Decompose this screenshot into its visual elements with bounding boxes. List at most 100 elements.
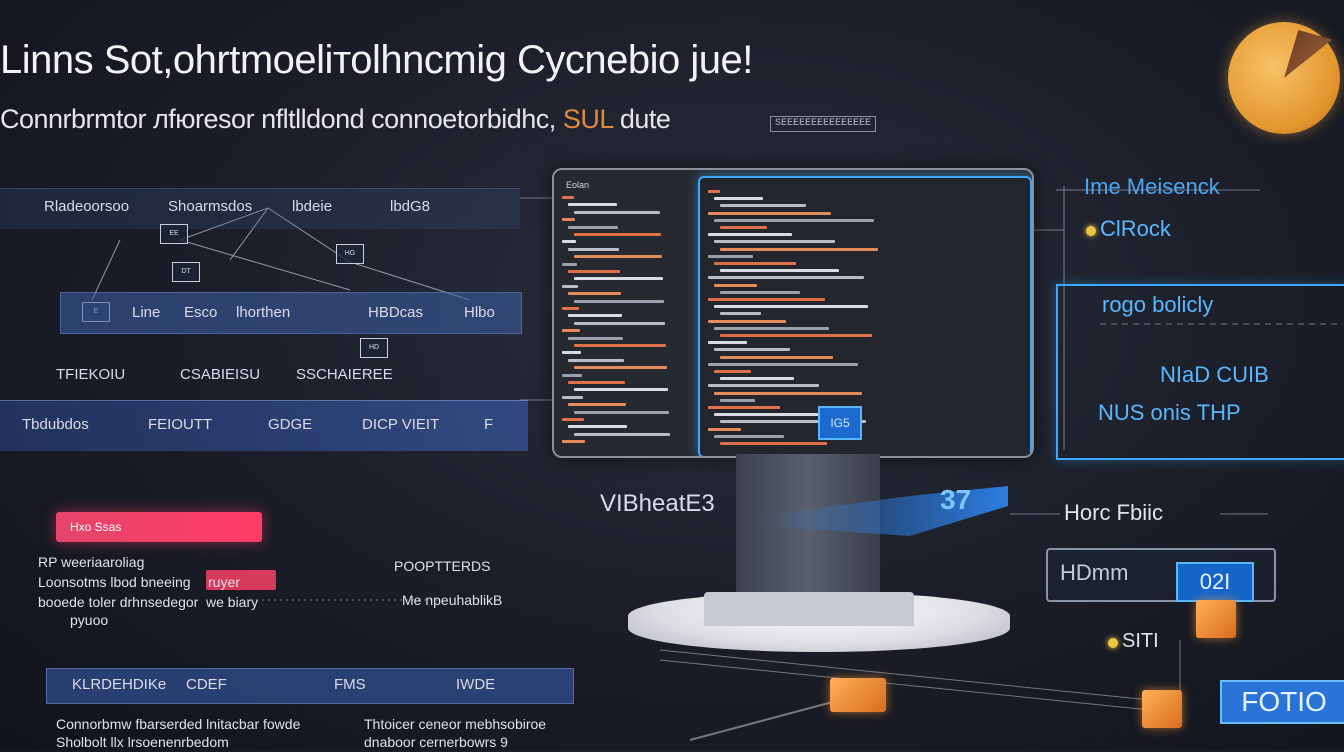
code-line: [562, 440, 585, 444]
graph-node[interactable]: EE: [160, 224, 188, 244]
monitor-base-top: [704, 592, 914, 626]
code-line: [708, 276, 864, 280]
code-line: [714, 197, 763, 201]
code-line: [708, 298, 825, 301]
code-line: [714, 370, 751, 373]
info-line: we biary: [206, 594, 259, 610]
info-line: booede toler drhnsedegor: [38, 594, 199, 610]
code-line: [708, 190, 720, 193]
row2-label-5: Hlbo: [464, 304, 495, 321]
right-item-label[interactable]: ClRock: [1100, 216, 1171, 241]
row4-label-3: GDGE: [268, 416, 313, 433]
code-line: [568, 336, 623, 340]
bottom-status-bar: [46, 668, 574, 704]
code-line: [708, 233, 792, 237]
graph-node[interactable]: DT: [172, 262, 200, 282]
right-mini-label: SITI: [1122, 630, 1159, 652]
code-line: [574, 366, 667, 370]
code-line: [574, 299, 664, 303]
code-line: [574, 277, 663, 281]
right-mid-label: Horc Fbiic: [1064, 500, 1164, 525]
graph-node[interactable]: HD: [360, 338, 388, 358]
code-line: [708, 384, 819, 388]
code-line: [714, 262, 796, 265]
row2-label-4: HBDcas: [368, 304, 424, 321]
bottom-bar-label: CDEF: [186, 676, 227, 693]
code-line: [568, 358, 624, 362]
code-line: [720, 355, 833, 359]
subtitle-highlight: SUL: [562, 104, 614, 134]
row4-label-2: FEIOUTT: [148, 416, 213, 433]
code-line: [720, 204, 806, 208]
code-line: [708, 406, 780, 409]
code-line: [568, 203, 617, 207]
subtitle-tail: dute: [619, 104, 671, 134]
code-line: [720, 334, 872, 337]
code-line: [574, 321, 665, 325]
code-line: [720, 420, 866, 424]
bottom-bar-label: FMS: [334, 676, 366, 693]
code-line: [574, 344, 666, 347]
orange-tag-icon: [830, 678, 886, 712]
code-line: [562, 196, 574, 199]
info-subtitle: Me npeuhablikB: [402, 592, 503, 608]
info-line: RP weeriaaroliag: [38, 554, 145, 570]
code-line: [562, 351, 581, 355]
monitor-badge[interactable]: IG5: [818, 406, 862, 440]
pie-clock-icon: [1228, 22, 1340, 134]
code-line: [720, 269, 839, 273]
code-pane-right: [698, 176, 1032, 456]
code-line: [574, 210, 660, 214]
code-line: [720, 247, 878, 251]
code-line: [568, 292, 621, 296]
dashboard-row-2: [60, 292, 522, 334]
right-panel-line: NUS onis THP: [1098, 400, 1241, 425]
code-line: [714, 240, 835, 244]
code-line: [562, 284, 578, 288]
code-line: [562, 218, 575, 222]
code-line: [574, 255, 662, 259]
code-line: [714, 391, 862, 395]
footer-line: Thtoicer ceneor mebhsobiroe: [364, 716, 547, 732]
code-line: [720, 442, 827, 445]
bottom-action-button[interactable]: FOTIO: [1220, 680, 1344, 724]
row3-label-3: SSCHAIEREE: [296, 366, 393, 383]
info-title: POOPTTERDS: [394, 558, 491, 574]
right-box-badge[interactable]: 02I: [1176, 562, 1254, 602]
code-line: [574, 233, 661, 236]
right-top-label: Ime Meisenck: [1084, 174, 1220, 199]
row2-label-1: Line: [132, 304, 161, 321]
code-line: [574, 432, 670, 436]
orange-tag-icon: [1196, 600, 1236, 638]
graph-node[interactable]: HG: [336, 244, 364, 264]
row1-label-1: Rladeoorsoo: [44, 198, 130, 215]
code-line: [720, 398, 755, 402]
code-pane-header: Eolan: [566, 180, 590, 190]
bottom-bar-label: KLRDEHDIKe: [72, 676, 167, 693]
alert-pill[interactable]: Hxo Ssas: [56, 512, 262, 542]
code-line: [714, 348, 790, 352]
footer-line: Connorbmw fbarserded lnitacbar fowde: [56, 716, 301, 732]
code-line: [720, 226, 767, 229]
info-line: ruyer: [208, 574, 240, 590]
page-subtitle: Connrbrmtor лfюresor nfltlldond connoeto…: [0, 104, 671, 135]
code-line: [720, 290, 800, 294]
dashboard-row-1: [0, 188, 520, 229]
info-line: pyuoo: [70, 612, 109, 628]
monitor-screen: Eolan IG5: [552, 168, 1034, 458]
right-panel-title: rogo bolicly: [1102, 292, 1214, 317]
right-panel-line: NIaD CUIB: [1160, 362, 1269, 387]
monitor-side-label: VIBheatE3: [600, 490, 715, 517]
code-line: [714, 218, 874, 222]
code-line: [568, 247, 619, 251]
bottom-bar-label: IWDE: [456, 676, 496, 693]
alert-pill-small: [206, 570, 276, 590]
code-line: [574, 388, 668, 392]
code-line: [562, 329, 580, 333]
code-line: [568, 381, 625, 384]
code-line: [714, 283, 757, 287]
code-line: [574, 410, 669, 414]
code-line: [720, 377, 794, 381]
code-line: [708, 254, 753, 258]
row1-label-3: lbdeie: [292, 198, 333, 215]
